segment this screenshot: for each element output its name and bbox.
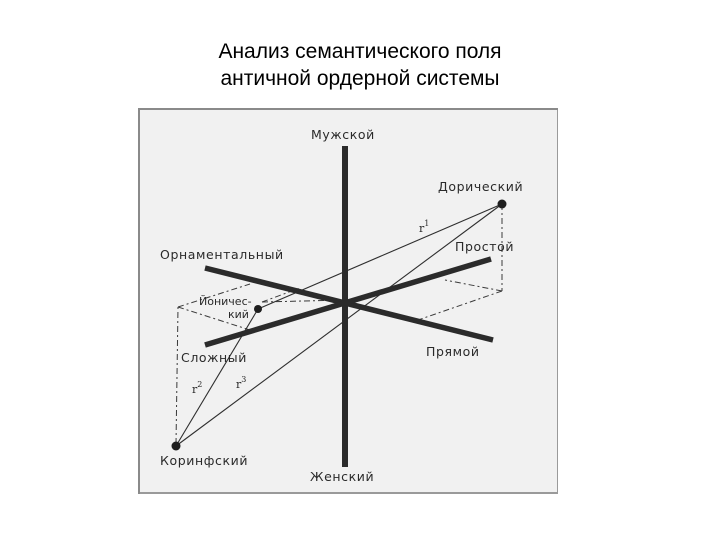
distance-lines xyxy=(175,203,503,447)
label-complex: Сложный xyxy=(181,350,247,365)
axis-complex-simple xyxy=(204,256,492,348)
label-ionic-1: Йоничес- xyxy=(199,295,252,308)
ionic-point xyxy=(254,305,262,313)
slide-title: Анализ семантического поля античной орде… xyxy=(0,38,720,92)
label-r2: r2 xyxy=(192,380,202,396)
label-ionic-2: кий xyxy=(228,308,249,321)
label-male: Мужской xyxy=(311,127,375,142)
order-points xyxy=(171,199,507,451)
axes xyxy=(204,146,494,467)
label-ornamental: Орнаментальный xyxy=(160,247,284,262)
label-r3: r3 xyxy=(236,375,246,391)
label-straight: Прямой xyxy=(426,344,480,359)
label-female: Женский xyxy=(310,469,374,484)
title-line-2: античной ордерной системы xyxy=(220,67,500,90)
label-simple: Простой xyxy=(455,239,514,254)
label-doric: Дорический xyxy=(438,179,523,194)
label-r1: r1 xyxy=(419,219,429,235)
corinthian-point xyxy=(171,441,181,451)
doric-point xyxy=(497,199,507,209)
label-corinthian: Коринфский xyxy=(160,453,248,468)
title-line-1: Анализ семантического поля xyxy=(218,40,502,63)
